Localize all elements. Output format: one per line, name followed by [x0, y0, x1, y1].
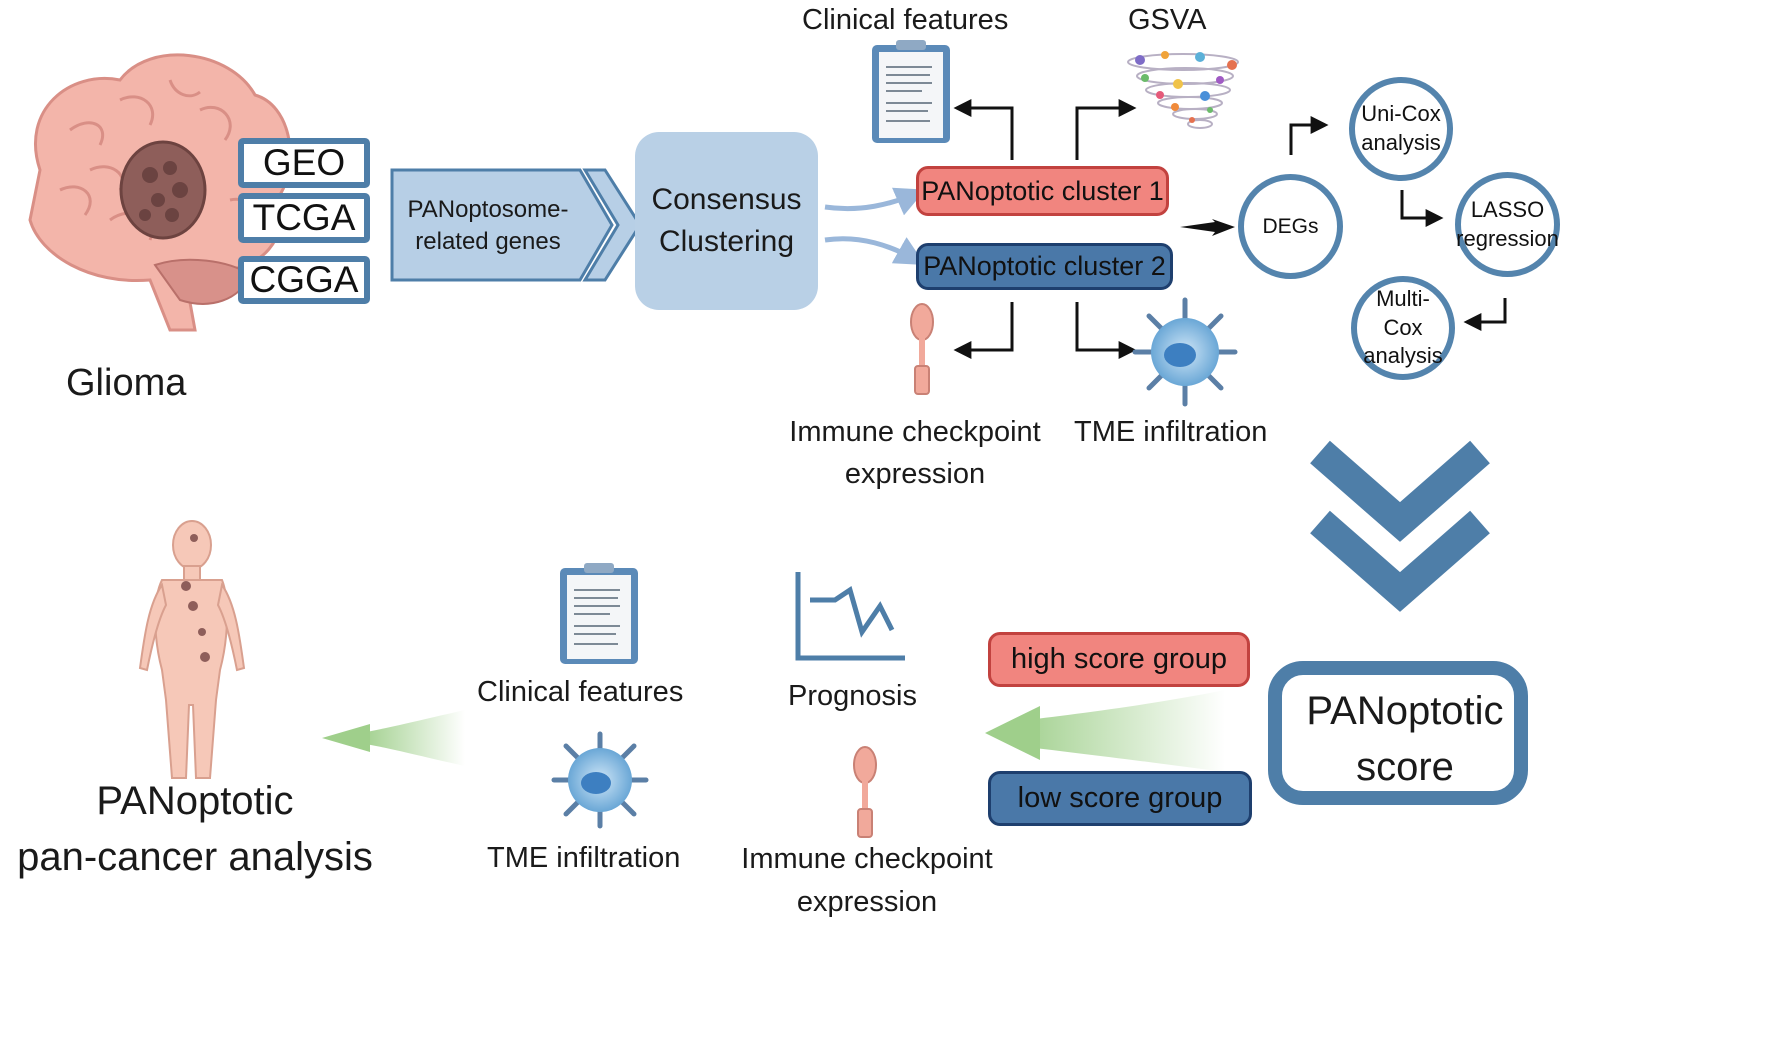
model-flow-arrows — [1289, 116, 1507, 331]
green-arrow-groups — [985, 690, 1225, 772]
brain-tumor-icon — [28, 53, 292, 332]
multicox-line1: Multi-Cox — [1376, 286, 1430, 340]
pan-cancer-line1: PANoptotic — [96, 779, 294, 823]
probe-icon — [910, 303, 934, 395]
gsva-label: GSVA — [1128, 4, 1207, 36]
clipboard-icon — [872, 40, 950, 143]
glioma-label: Glioma — [66, 362, 187, 404]
immune-cell-icon — [551, 731, 649, 829]
immune-checkpoint-top-line1: Immune checkpoint — [789, 416, 1041, 448]
unicox-line2: analysis — [1361, 130, 1441, 155]
immune-cell-icon — [1132, 297, 1238, 407]
cluster-1-box: PANoptotic cluster 1 — [916, 166, 1169, 216]
score-label-line2: score — [1356, 745, 1454, 789]
connector-arrows-top — [953, 99, 1137, 359]
prognosis-curve-icon — [795, 572, 905, 661]
consensus-label-line1: Consensus — [651, 183, 802, 216]
double-chevron-icon — [1310, 440, 1490, 612]
clinical-features-bottom: Clinical features — [477, 676, 684, 708]
genes-label-line1: PANoptosome- — [407, 196, 569, 223]
clinical-features-top: Clinical features — [802, 4, 1009, 36]
tme-infiltration-bottom: TME infiltration — [487, 842, 681, 874]
low-score-group: low score group — [988, 771, 1252, 826]
arrow-to-degs — [1180, 219, 1235, 236]
lasso-line1: LASSO — [1470, 196, 1545, 222]
genes-label-line2: related genes — [415, 228, 561, 255]
multicox-node: Multi-Cox analysis — [1351, 276, 1455, 380]
unicox-line1: Uni-Cox — [1361, 101, 1441, 127]
multicox-line2: analysis — [1363, 343, 1443, 369]
score-label-line1: PANoptotic — [1306, 689, 1504, 733]
lasso-node: LASSO regression — [1455, 172, 1560, 277]
prognosis-label: Prognosis — [788, 680, 917, 712]
database-cgga: CGGA — [238, 256, 370, 304]
consensus-box — [635, 132, 818, 310]
consensus-label-line2: Clustering — [658, 225, 795, 258]
score-box — [1268, 661, 1528, 805]
immune-checkpoint-top-line2: expression — [844, 458, 986, 490]
gsva-spiral-icon — [1127, 51, 1239, 129]
database-tcga: TCGA — [238, 193, 370, 243]
green-arrow-pancancer — [322, 710, 465, 766]
probe-icon — [853, 746, 877, 838]
genes-arrow-shape — [390, 168, 642, 282]
database-geo: GEO — [238, 138, 370, 188]
high-score-group: high score group — [988, 632, 1250, 687]
immune-checkpoint-bottom-line2: expression — [796, 886, 938, 918]
arrow-to-cluster1 — [824, 187, 926, 216]
clipboard-icon — [560, 563, 638, 664]
human-body-icon — [138, 520, 246, 779]
immune-checkpoint-bottom-line1: Immune checkpoint — [741, 843, 993, 875]
degs-node: DEGs — [1238, 174, 1343, 279]
cluster-2-box: PANoptotic cluster 2 — [916, 243, 1173, 290]
unicox-node: Uni-Cox analysis — [1349, 77, 1453, 181]
arrow-to-cluster2 — [824, 236, 926, 265]
tme-infiltration-top: TME infiltration — [1074, 416, 1268, 448]
pan-cancer-line2: pan-cancer analysis — [17, 835, 373, 879]
tumor-spots — [181, 534, 210, 662]
lasso-line2: regression — [1456, 225, 1559, 251]
